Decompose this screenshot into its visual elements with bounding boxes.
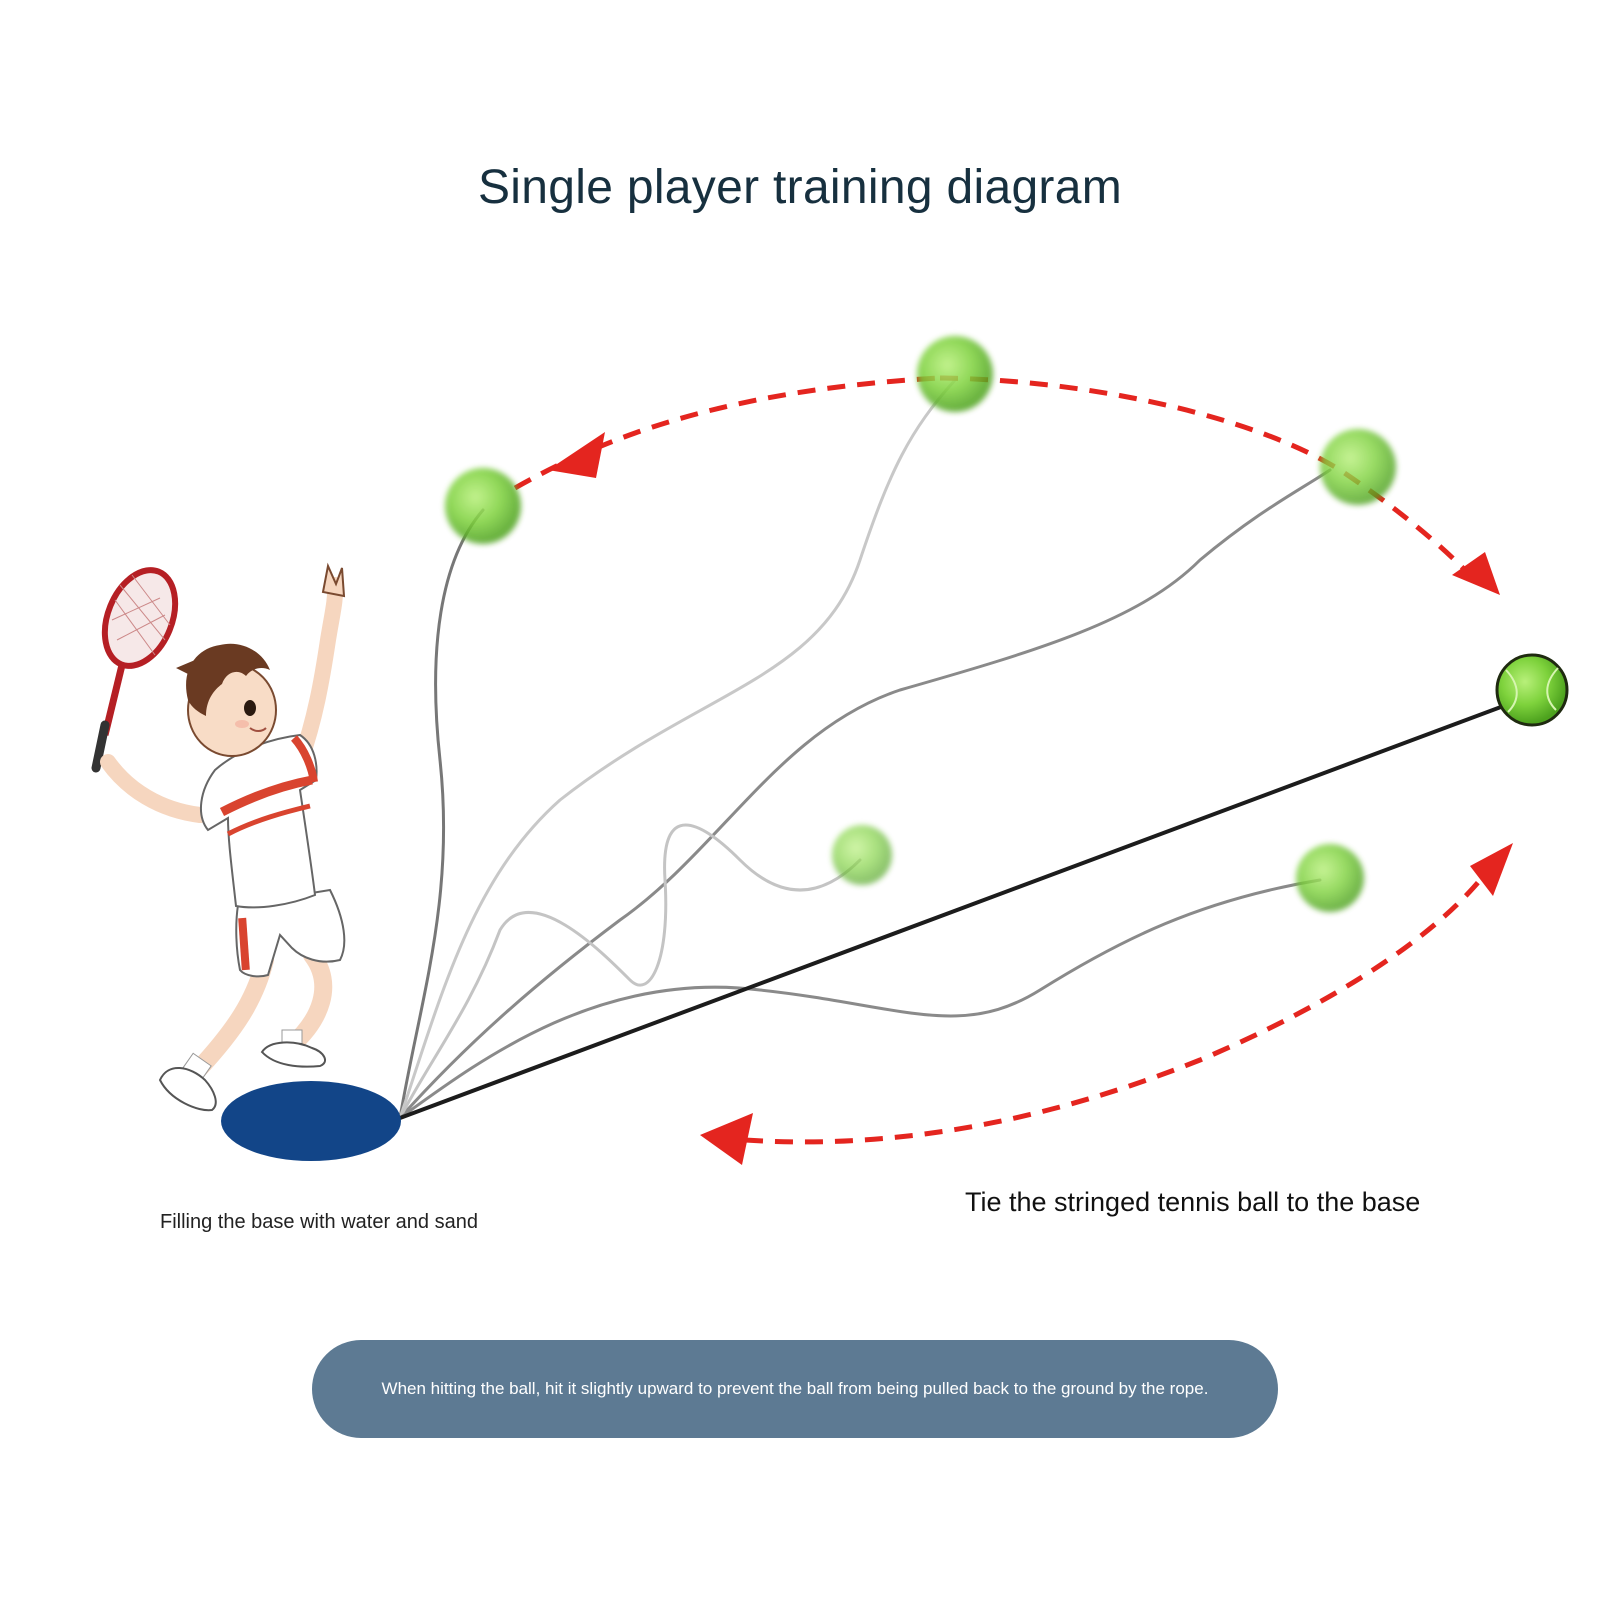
arc-bottom	[744, 878, 1482, 1145]
rope-to-ball-lower-right	[398, 878, 1322, 1120]
tennis-ball-icon	[1320, 429, 1396, 505]
rope-group	[398, 378, 1527, 1120]
tip-text: When hitting the ball, hit it slightly u…	[381, 1379, 1209, 1398]
tennis-ball-icon	[1296, 844, 1364, 912]
tennis-ball-icon	[1495, 653, 1569, 727]
tennis-racket-icon	[91, 567, 179, 773]
rope-caption: Tie the stringed tennis ball to the base	[965, 1187, 1421, 1217]
tennis-ball-icon	[832, 825, 892, 885]
rope-to-ball-main	[398, 696, 1527, 1120]
direction-arrow-icon	[700, 1113, 753, 1165]
arrow-heads	[548, 432, 1513, 1165]
tennis-ball-icon	[445, 468, 521, 544]
direction-arrow-icon	[548, 432, 605, 478]
rope-to-ball-top	[398, 378, 957, 1120]
direction-arrow-icon	[1470, 843, 1513, 896]
ball-group	[445, 336, 1569, 912]
direction-arrow-icon	[1452, 552, 1500, 595]
base-disc-icon	[221, 1081, 401, 1161]
rope-to-ball-upper-right	[398, 468, 1332, 1120]
rope-to-ball-middle	[398, 823, 862, 1120]
rope-to-ball-upper-left	[398, 508, 485, 1120]
diagram-title: Single player training diagram	[477, 161, 1122, 214]
base-caption: Filling the base with water and sand	[160, 1211, 478, 1233]
tennis-player-icon	[100, 562, 346, 1112]
tennis-ball-icon	[917, 336, 993, 412]
arc-top-right	[939, 375, 1467, 572]
tip-banner: When hitting the ball, hit it slightly u…	[312, 1340, 1278, 1438]
